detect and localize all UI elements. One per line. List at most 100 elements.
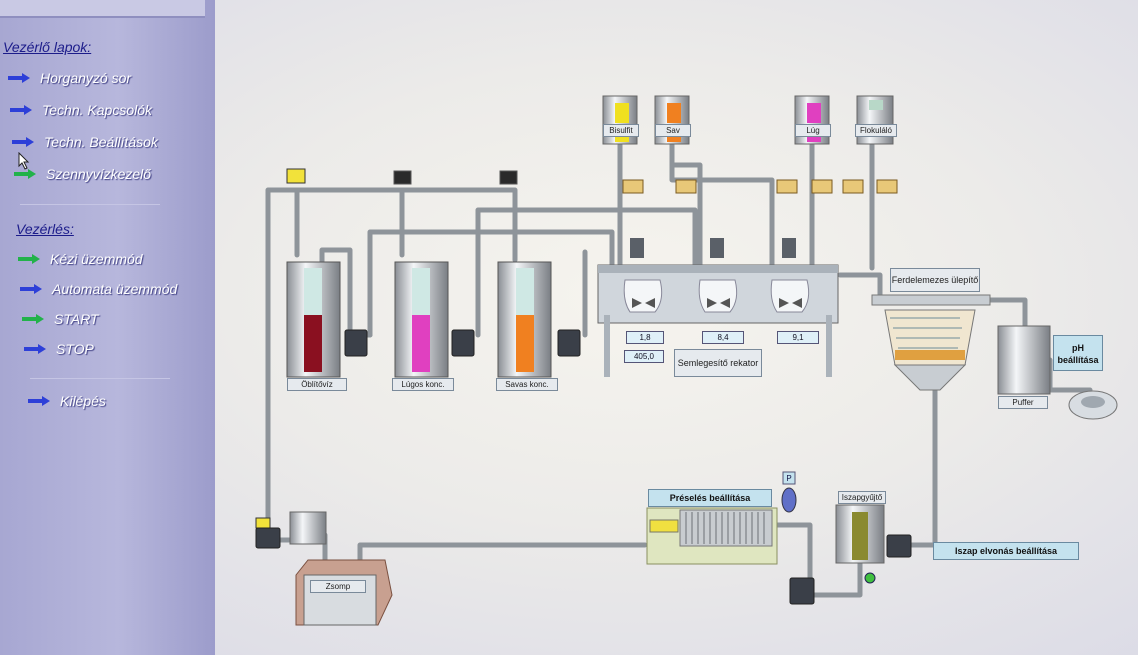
pressure-indicator: [782, 471, 796, 485]
valve-icon: [876, 179, 898, 194]
press-settings-button[interactable]: Préselés beállítása: [648, 489, 772, 507]
pump-icon[interactable]: [886, 534, 912, 558]
pipe: [367, 229, 615, 338]
inclined-plate-settler: [871, 294, 991, 391]
mouse-cursor-icon: [18, 152, 30, 170]
pipe: [669, 142, 703, 271]
tank-label-oblitoviz: Öblítővíz: [287, 378, 347, 391]
tank-label-savas-konc: Savas konc.: [496, 378, 558, 391]
sludge-collector: [835, 504, 885, 584]
filter-center: [1081, 396, 1105, 408]
pump-icon[interactable]: [255, 527, 281, 549]
nav-horganyzo-sor[interactable]: Horganyzó sor: [6, 70, 131, 86]
valve-icon: [811, 179, 833, 194]
nav-label: Horganyzó sor: [40, 70, 132, 86]
arrow-right-icon: [20, 284, 42, 294]
nav-automata-uzemmod[interactable]: Automata üzemmód: [18, 281, 177, 297]
pump-icon[interactable]: [451, 329, 475, 357]
arrow-shape: [18, 254, 40, 264]
status-indicator-active: [255, 517, 271, 529]
arrow-right-icon: [24, 344, 46, 354]
arrow-shape: [12, 137, 34, 147]
arrow-shape: [14, 169, 36, 179]
mixer-chamber: [770, 279, 810, 313]
dosing-label-flokulalo: Flokuláló: [855, 124, 897, 137]
arrow-right-icon: [22, 314, 44, 324]
tank-label-lugos-konc: Lúgos konc.: [392, 378, 454, 391]
nav-techn-beallitasok[interactable]: Techn. Beállítások: [10, 134, 158, 150]
arrow-shape: [8, 73, 30, 83]
pressure-vessel: [781, 487, 797, 513]
tank-level: [412, 315, 430, 372]
storage-tank-savas-konc: [497, 261, 552, 378]
valve-open-icon: [864, 572, 876, 584]
arrow-right-icon: [18, 254, 40, 264]
nav-label: Szennyvízkezelő: [46, 166, 152, 182]
sump: [289, 511, 393, 626]
dosing-valves: [622, 179, 898, 194]
nav-techn-kapcsolok[interactable]: Techn. Kapcsolók: [8, 102, 152, 118]
ph-settings-button[interactable]: pH beállítása: [1053, 335, 1103, 371]
arrow-right-icon: [8, 73, 30, 83]
tank-level: [516, 315, 534, 372]
pipe: [669, 162, 775, 271]
pumps[interactable]: [255, 329, 912, 605]
status-indicator-inactive: [499, 170, 518, 185]
nav-kilepes[interactable]: Kilépés: [26, 393, 106, 409]
pump-icon[interactable]: [789, 577, 815, 605]
settler-top: [871, 294, 991, 306]
section-title-control: Vezérlés:: [16, 221, 74, 237]
pump-icon[interactable]: [344, 329, 368, 357]
pipe: [982, 297, 1028, 333]
dosing-label-bisulfit: Bisulfit: [603, 124, 639, 137]
nav-start[interactable]: START: [20, 311, 99, 327]
reactor-label: Semlegesítő rekator: [674, 349, 762, 377]
status-indicator-active: [286, 168, 306, 184]
tank-level: [304, 315, 322, 372]
section-title-pages: Vezérlő lapok:: [3, 39, 92, 55]
press-cylinder: [649, 519, 679, 533]
press-plates: [679, 509, 773, 547]
tank-level: [852, 512, 868, 560]
nav-stop[interactable]: STOP: [22, 341, 94, 357]
reading-value: 405,0: [624, 350, 664, 363]
reactor-leg: [604, 315, 610, 377]
reactor-leg: [826, 315, 832, 377]
valve-icon: [675, 179, 697, 194]
mixer-motor-icon: [710, 238, 724, 258]
divider: [20, 204, 160, 205]
nav-label: STOP: [56, 341, 94, 357]
press-plate-lines: [685, 512, 765, 544]
buffer-label: Puffer: [998, 396, 1048, 409]
nav-label: Kilépés: [60, 393, 106, 409]
sludge-settings-button[interactable]: Iszap elvonás beállítása: [933, 542, 1079, 560]
dosing-label-lug: Lúg: [795, 124, 831, 137]
settler-cone: [893, 364, 967, 391]
pump-icon[interactable]: [557, 329, 581, 357]
tank-level: [615, 103, 629, 123]
mixer-blade-icon: [779, 298, 802, 308]
valve-icon: [842, 179, 864, 194]
nav-label: Automata üzemmód: [52, 281, 178, 297]
reading-value: 1,8: [626, 331, 664, 344]
mixer-chamber: [623, 279, 663, 313]
status-indicator-inactive: [393, 170, 412, 185]
nav-szennyvizkezelo[interactable]: Szennyvízkezelő: [12, 166, 151, 182]
mixer-chamber: [698, 279, 738, 313]
pipe: [265, 187, 518, 543]
nav-label: START: [54, 311, 99, 327]
dosing-label-sav: Sav: [655, 124, 691, 137]
nav-kezi-uzemmod[interactable]: Kézi üzemmód: [16, 251, 143, 267]
reactor-rim: [598, 265, 838, 273]
settler-label: Ferdelemezes ülepítő: [890, 268, 980, 292]
tank-level: [807, 103, 821, 123]
arrow-right-icon: [12, 137, 34, 147]
arrow-shape: [10, 105, 32, 115]
arrow-shape: [22, 314, 44, 324]
sump-label: Zsomp: [310, 580, 366, 593]
tank-level: [667, 103, 681, 123]
mixer-blade-icon: [707, 298, 730, 308]
nav-label: Techn. Kapcsolók: [42, 102, 152, 118]
tank-level: [807, 134, 821, 142]
reading-value: 8,4: [702, 331, 744, 344]
